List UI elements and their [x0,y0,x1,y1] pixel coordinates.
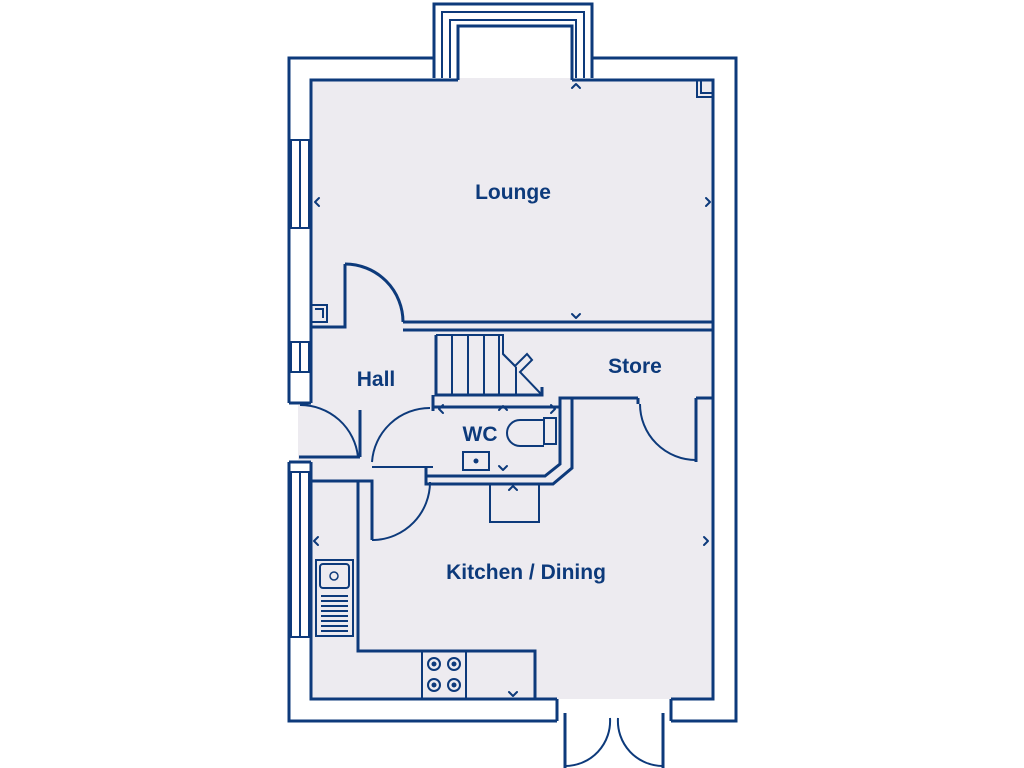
hob-icon [427,657,461,692]
chevron-up-icon [571,83,581,89]
kitchen-worktop [311,479,537,699]
outer-walls [287,56,738,723]
chevron-left-icon [314,197,320,207]
side-windows [290,139,310,638]
chevron-down-icon [508,691,518,697]
chevron-down-icon [571,313,581,319]
sink-icon [315,559,354,637]
bay-window [432,2,594,80]
doors [299,262,698,768]
toilet-icon [506,417,557,447]
room-label-hall: Hall [357,368,396,391]
basin-icon [462,451,490,471]
chevron-up-icon [498,405,508,411]
chevron-left-icon [438,404,444,414]
dimension-markers [313,83,711,697]
chevron-right-icon [705,197,711,207]
room-labels: Lounge Hall Store WC Kitchen / Dining [357,181,662,584]
room-label-store: Store [608,355,662,378]
room-label-wc: WC [463,423,498,446]
chevron-left-icon [313,536,319,546]
staircase [434,334,544,397]
chevron-right-icon [703,536,709,546]
room-label-kitchen-dining: Kitchen / Dining [446,561,606,584]
room-label-lounge: Lounge [475,181,551,204]
chevron-down-icon [498,465,508,471]
chevron-up-icon [508,485,518,491]
chevron-right-icon [550,404,556,414]
